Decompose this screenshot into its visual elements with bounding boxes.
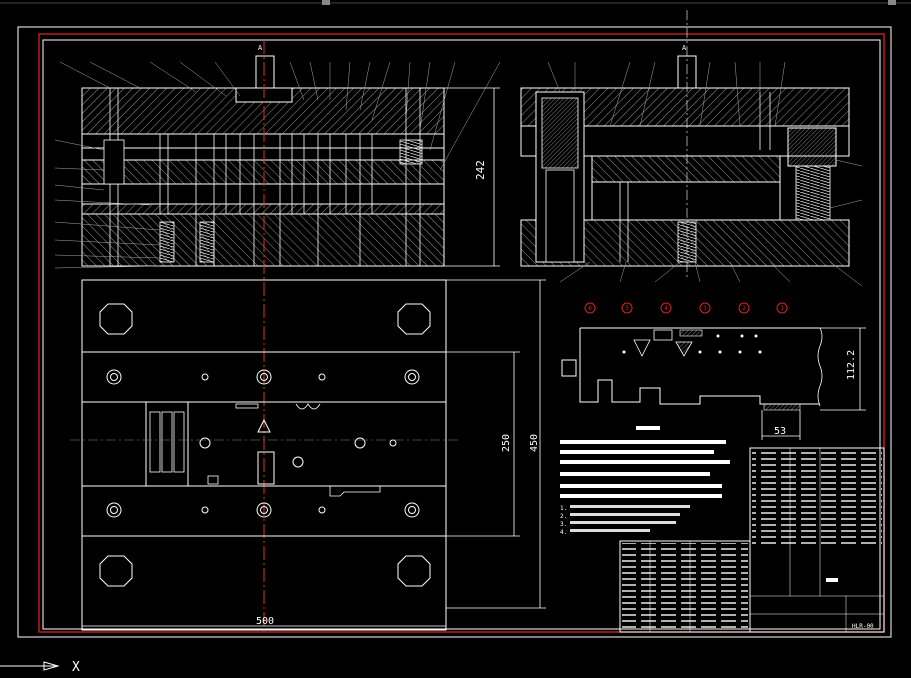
station-marker-4: 4 (664, 305, 668, 312)
section-label-left: A (258, 44, 263, 52)
plan-view: 500 250 450 (70, 279, 546, 631)
ucs-icon: X (0, 660, 80, 675)
section-label-right: A (682, 44, 687, 52)
tech-note-2: 2. (560, 513, 567, 520)
dim-strip-height: 112.2 (846, 350, 857, 380)
dim-total-height: 242 (474, 160, 487, 180)
drawing-code: HLR-00 (852, 623, 874, 630)
tech-note-4: 4. (560, 529, 567, 536)
top-edge-marks (0, 0, 911, 5)
technical-notes: 1. 2. 3. 4. (560, 426, 730, 536)
tech-note-1: 1. (560, 505, 567, 512)
station-marker-5: 5 (625, 305, 629, 312)
dim-plate-width: 500 (256, 616, 274, 627)
station-marker-1: 1 (780, 305, 784, 312)
dim-strip-width: 53 (774, 426, 786, 437)
station-marker-6: 6 (588, 305, 592, 312)
station-marker-2: 2 (742, 305, 746, 312)
drawing-frame (17, 26, 892, 638)
ucs-x-label: X (72, 660, 80, 674)
dim-plate-height-inner: 250 (501, 434, 512, 452)
station-marker-3: 3 (703, 305, 707, 312)
dim-plate-height-outer: 450 (529, 434, 540, 452)
strip-layout: 6 5 4 3 2 1 112.2 53 (561, 302, 866, 440)
front-section-view: 242 A (54, 40, 501, 632)
title-block: HLR-00 (619, 447, 885, 633)
side-section-view: A (520, 10, 863, 287)
tech-note-3: 3. (560, 521, 567, 528)
